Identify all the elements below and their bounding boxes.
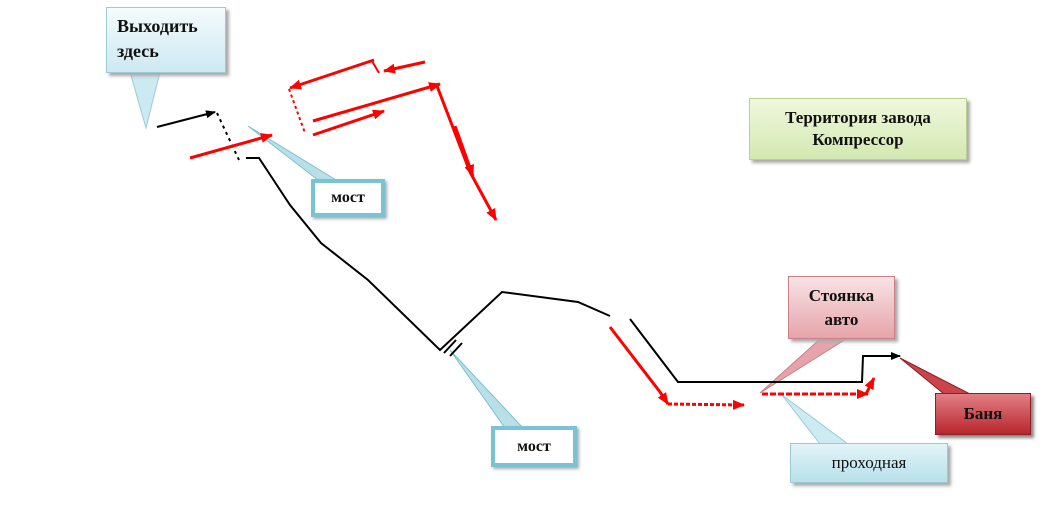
red-arrow-middle [312, 82, 441, 123]
parking-callout: Стоянка авто [788, 276, 895, 339]
bridge1-callout-tail [247, 125, 338, 181]
checkpoint-label: проходная [831, 453, 907, 472]
exit-here-label: Выходить здесь [117, 16, 198, 61]
black-route-start [156, 110, 216, 128]
bridge2-callout-tail [449, 349, 525, 429]
exit-here-callout: Выходить здесь [106, 7, 226, 73]
red-lower-dotted [667, 399, 745, 410]
checkpoint-callout: проходная [790, 443, 948, 483]
checkpoint-callout-tail [781, 394, 850, 445]
black-route-main [246, 157, 611, 352]
factory-territory-line1: Территория завода [785, 108, 931, 127]
red-top-link [371, 60, 380, 74]
red-dotted-segment [288, 88, 306, 134]
red-arrow-top [289, 58, 375, 90]
red-down-mid-arrow [453, 125, 475, 177]
banya-callout: Баня [935, 393, 1031, 435]
red-arrow-down [435, 85, 498, 221]
red-arrow-1 [189, 133, 273, 160]
red-routes [189, 58, 876, 410]
factory-territory-callout: Территория завода Компрессор [749, 98, 967, 160]
exit-callout-tail [129, 71, 161, 130]
black-route-lower [629, 318, 901, 383]
banya-label: Баня [963, 404, 1003, 423]
parking-line1: Стоянка [808, 286, 875, 305]
bridge2-mark-a [443, 339, 457, 354]
bridge-label-1: мост [331, 189, 365, 206]
red-small-up-arrow [864, 377, 876, 395]
red-arrow-top-right [383, 60, 426, 74]
red-arrow-lower [608, 326, 670, 405]
bridge2-mark-b [449, 342, 463, 357]
parking-line2: авто [824, 310, 859, 329]
bridge-callout-1: мост [311, 179, 385, 217]
bridge-label-2: мост [517, 438, 551, 455]
factory-territory-line2: Компрессор [812, 130, 904, 149]
bridge-callout-2: мост [491, 426, 577, 467]
black-route [156, 110, 901, 383]
parking-callout-tail [759, 338, 848, 394]
banya-callout-tail [899, 357, 971, 395]
red-arrow-short [312, 109, 385, 137]
black-route-dashed [216, 112, 240, 161]
